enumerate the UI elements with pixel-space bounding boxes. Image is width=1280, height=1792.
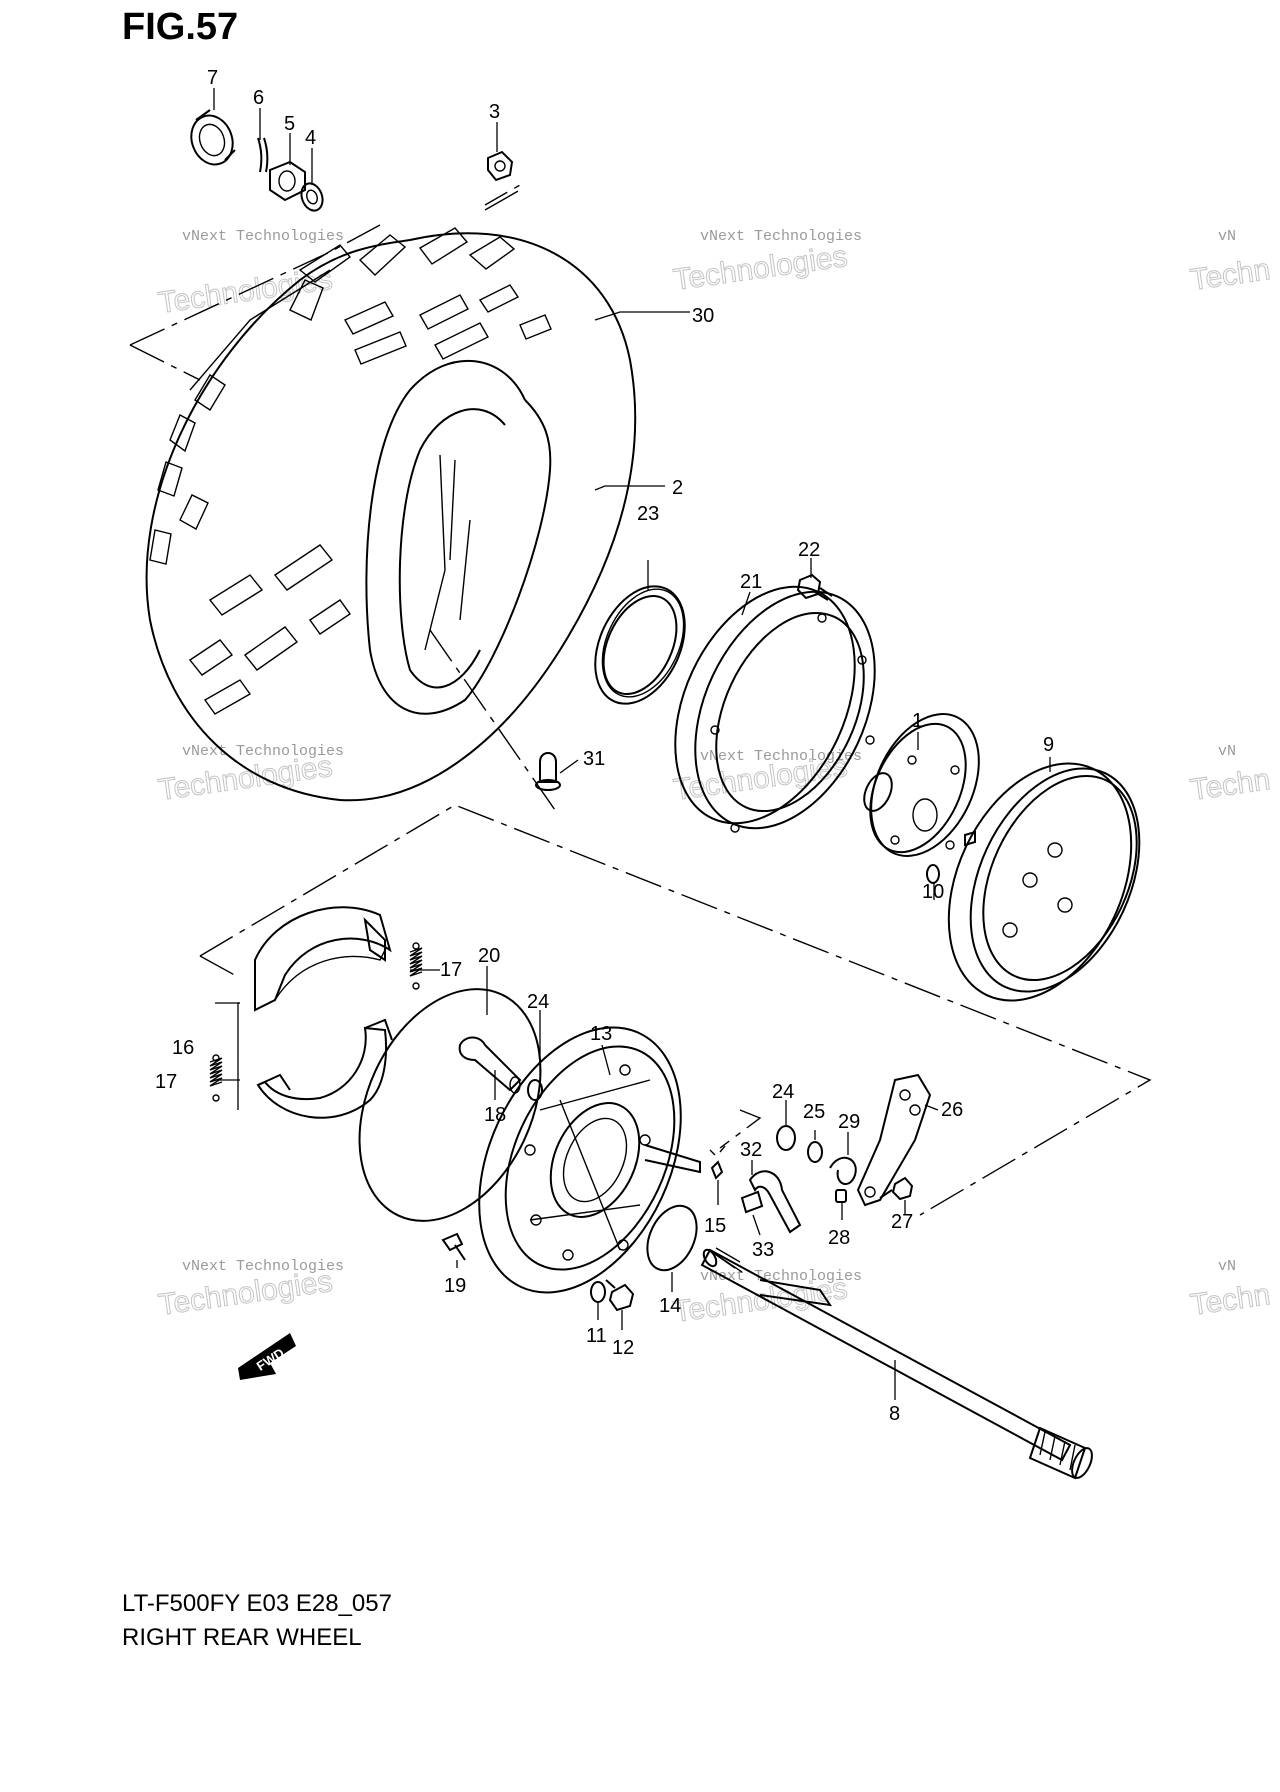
return-spring-upper [409, 942, 423, 990]
callout-14: 14 [659, 1295, 681, 1317]
circlip [926, 864, 940, 884]
tire-valve [535, 752, 561, 791]
callout-labels: 7 6 5 4 3 30 2 23 21 22 1 9 10 31 20 17 … [155, 67, 1054, 1425]
brake-shoe-lower [256, 1018, 393, 1119]
section-title: RIGHT REAR WHEEL [122, 1624, 362, 1651]
watermark-fragment: Techn [1188, 1278, 1272, 1322]
callout-23: 23 [637, 503, 659, 525]
watermark-layer: vNext Technologies Technologies vNext Te… [156, 228, 1273, 1329]
forward-arrow-icon: FWD [238, 1333, 296, 1380]
callout-12: 12 [612, 1337, 634, 1359]
panel-bolt [441, 1232, 466, 1261]
panel-washer [590, 1281, 606, 1303]
callout-28: 28 [828, 1227, 850, 1249]
cam-o-ring [527, 1079, 543, 1101]
callout-15: 15 [704, 1215, 726, 1237]
figure-title: FIG.57 [122, 6, 239, 48]
callout-24: 24 [527, 991, 549, 1013]
brake-lever [856, 1073, 932, 1207]
lever-o-ring [776, 1125, 796, 1151]
callout-17: 17 [155, 1071, 177, 1093]
assembly-boundary-lines [129, 183, 1152, 1216]
model-code: LT-F500FY E03 E28_057 [122, 1590, 392, 1617]
callout-24: 24 [772, 1081, 794, 1103]
callout-6: 6 [253, 87, 264, 109]
watermark-fragment: Techn [1188, 253, 1272, 297]
callout-16: 16 [172, 1037, 194, 1059]
callout-13: 13 [590, 1023, 612, 1045]
watermark-fragment: Techn [1188, 763, 1272, 807]
callout-19: 19 [444, 1275, 466, 1297]
callout-11: 11 [586, 1325, 607, 1347]
callout-31: 31 [583, 748, 605, 770]
callout-21: 21 [740, 571, 762, 593]
axle-o-ring [646, 1204, 698, 1272]
lever-spring [829, 1156, 857, 1185]
return-spring-lower [209, 1054, 223, 1102]
wheel-nut [487, 150, 514, 182]
callout-17: 17 [440, 959, 462, 981]
watermark-small: vNext Technologies [182, 228, 344, 245]
brake-shoe-upper [254, 906, 392, 1012]
hose-clamp [740, 1190, 764, 1214]
rear-axle [700, 1247, 1093, 1480]
callout-29: 29 [838, 1111, 860, 1133]
watermark-small: vNext Technologies [700, 1268, 862, 1285]
callout-25: 25 [803, 1101, 825, 1123]
callout-1: 1 [912, 710, 923, 732]
brake-panel [478, 1026, 701, 1294]
tread-blocks [149, 227, 552, 715]
watermark-fragment: vN [1218, 1258, 1236, 1275]
watermark-big: Technologies [671, 240, 849, 297]
callout-33: 33 [752, 1239, 774, 1261]
castle-nut [269, 160, 306, 202]
callout-2: 2 [672, 477, 683, 499]
breather-nipple [709, 1145, 726, 1180]
callout-3: 3 [489, 101, 500, 123]
callout-18: 18 [484, 1104, 506, 1126]
callout-22: 22 [798, 539, 820, 561]
watermark-small: vNext Technologies [182, 1258, 344, 1275]
tire [145, 227, 637, 802]
callout-30: 30 [692, 305, 714, 327]
callout-32: 32 [740, 1139, 762, 1161]
panel-flange-bolt [605, 1279, 635, 1312]
brake-cam [458, 1036, 522, 1094]
lever-washer [807, 1141, 823, 1163]
callout-26: 26 [941, 1099, 963, 1121]
breather-hose [748, 1170, 802, 1234]
callout-4: 4 [305, 127, 316, 149]
oil-seal [594, 585, 686, 705]
watermark-fragment: vN [1218, 228, 1236, 245]
lever-bolt [879, 1176, 914, 1201]
callout-9: 9 [1043, 734, 1054, 756]
callout-8: 8 [889, 1403, 900, 1425]
washer [300, 182, 324, 212]
brake-drum [947, 762, 1141, 1002]
callout-7: 7 [207, 67, 218, 89]
watermark-small: vNext Technologies [700, 228, 862, 245]
watermark-small: vNext Technologies [182, 743, 344, 760]
wheel-hub [863, 713, 980, 857]
cotter-pin [257, 137, 269, 173]
callout-20: 20 [478, 945, 500, 967]
o-ring [358, 988, 542, 1222]
hub-cap [190, 109, 236, 166]
watermark-fragment: vN [1218, 743, 1236, 760]
drum-cover-bolt [796, 573, 833, 601]
lever-pin [835, 1189, 847, 1203]
leader-lines [213, 88, 1051, 1400]
callout-27: 27 [891, 1211, 913, 1233]
callout-10: 10 [922, 881, 944, 903]
watermark-small: vNext Technologies [700, 748, 862, 765]
callout-5: 5 [284, 113, 295, 135]
